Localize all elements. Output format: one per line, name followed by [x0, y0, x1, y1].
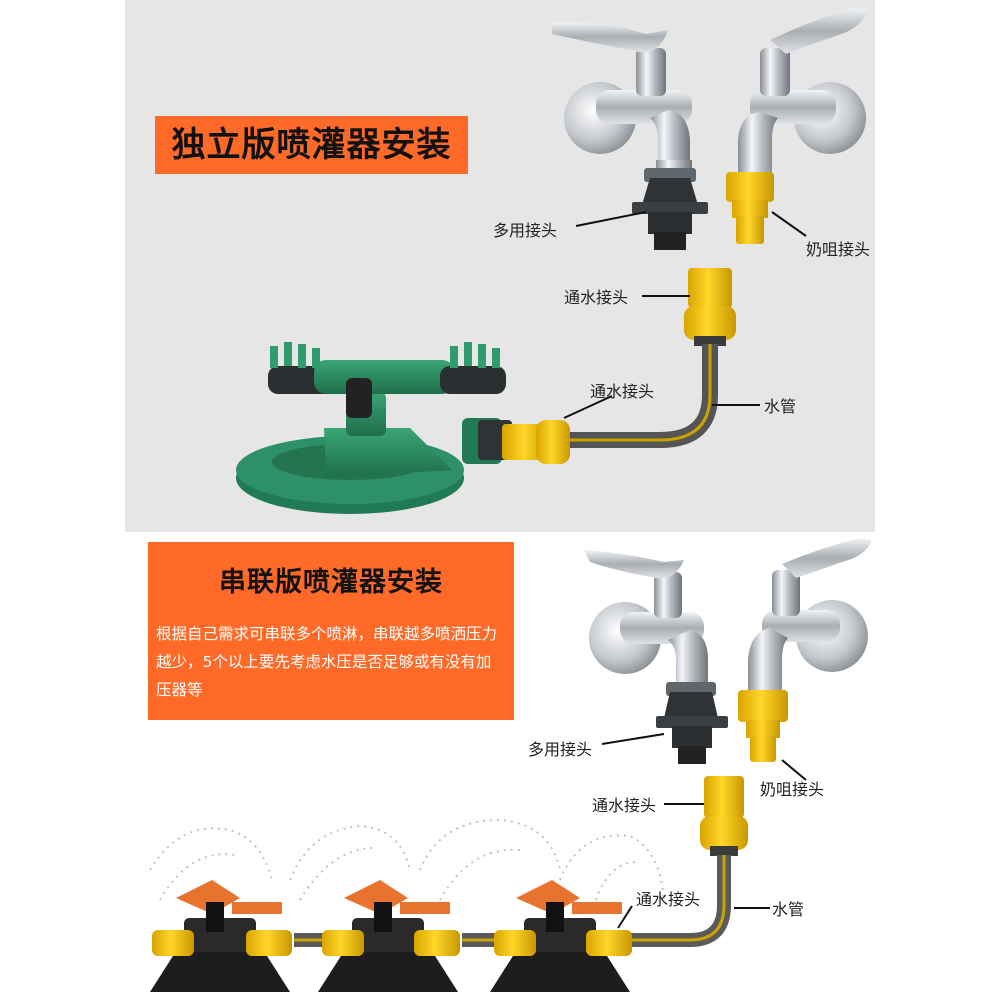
label-multi-connector-top: 多用接头 [493, 221, 558, 240]
water-connector-bottom-1 [700, 776, 748, 856]
sprinkler-series-2 [318, 880, 460, 992]
bottom-section-title: 串联版喷灌器安装 [219, 567, 443, 598]
nipple-connector-bottom [738, 690, 788, 762]
water-spray [149, 818, 665, 901]
label-water-pipe-bottom: 水管 [772, 900, 805, 919]
label-water-connector-bottom-1: 通水接头 [592, 796, 657, 815]
leader-lines [563, 211, 807, 929]
label-multi-connector-bottom: 多用接头 [528, 740, 593, 759]
label-water-connector-top-2: 通水接头 [590, 382, 655, 401]
faucet-left-top [552, 21, 692, 174]
sprinkler-series-1 [150, 880, 292, 992]
label-nipple-connector-top: 奶咀接头 [806, 240, 871, 259]
bottom-section-description: 根据自己需求可串联多个喷淋，串联越多喷洒压力越少，5个以上要先考虑水压是否足够或… [156, 625, 498, 699]
sprinkler-series-3 [490, 880, 632, 992]
label-water-connector-bottom-2: 通水接头 [636, 890, 701, 909]
label-nipple-connector-bottom: 奶咀接头 [760, 780, 825, 799]
label-water-connector-top-1: 通水接头 [564, 288, 629, 307]
faucet-left-bottom [584, 550, 708, 682]
multi-connector-bottom [656, 682, 728, 764]
bottom-section-header: 串联版喷灌器安装 根据自己需求可串联多个喷淋，串联越多喷洒压力越少，5个以上要先… [148, 542, 514, 720]
top-section-title: 独立版喷灌器安装 [155, 116, 468, 174]
sprinkler-top [236, 342, 506, 514]
faucet-right-bottom [748, 538, 872, 690]
label-water-pipe-top: 水管 [764, 397, 797, 416]
water-connector-top-2 [478, 420, 570, 464]
water-connector-top-1 [684, 268, 736, 346]
faucet-right-top [738, 8, 868, 172]
multi-connector-top [632, 168, 708, 250]
nipple-connector-top [726, 172, 774, 244]
